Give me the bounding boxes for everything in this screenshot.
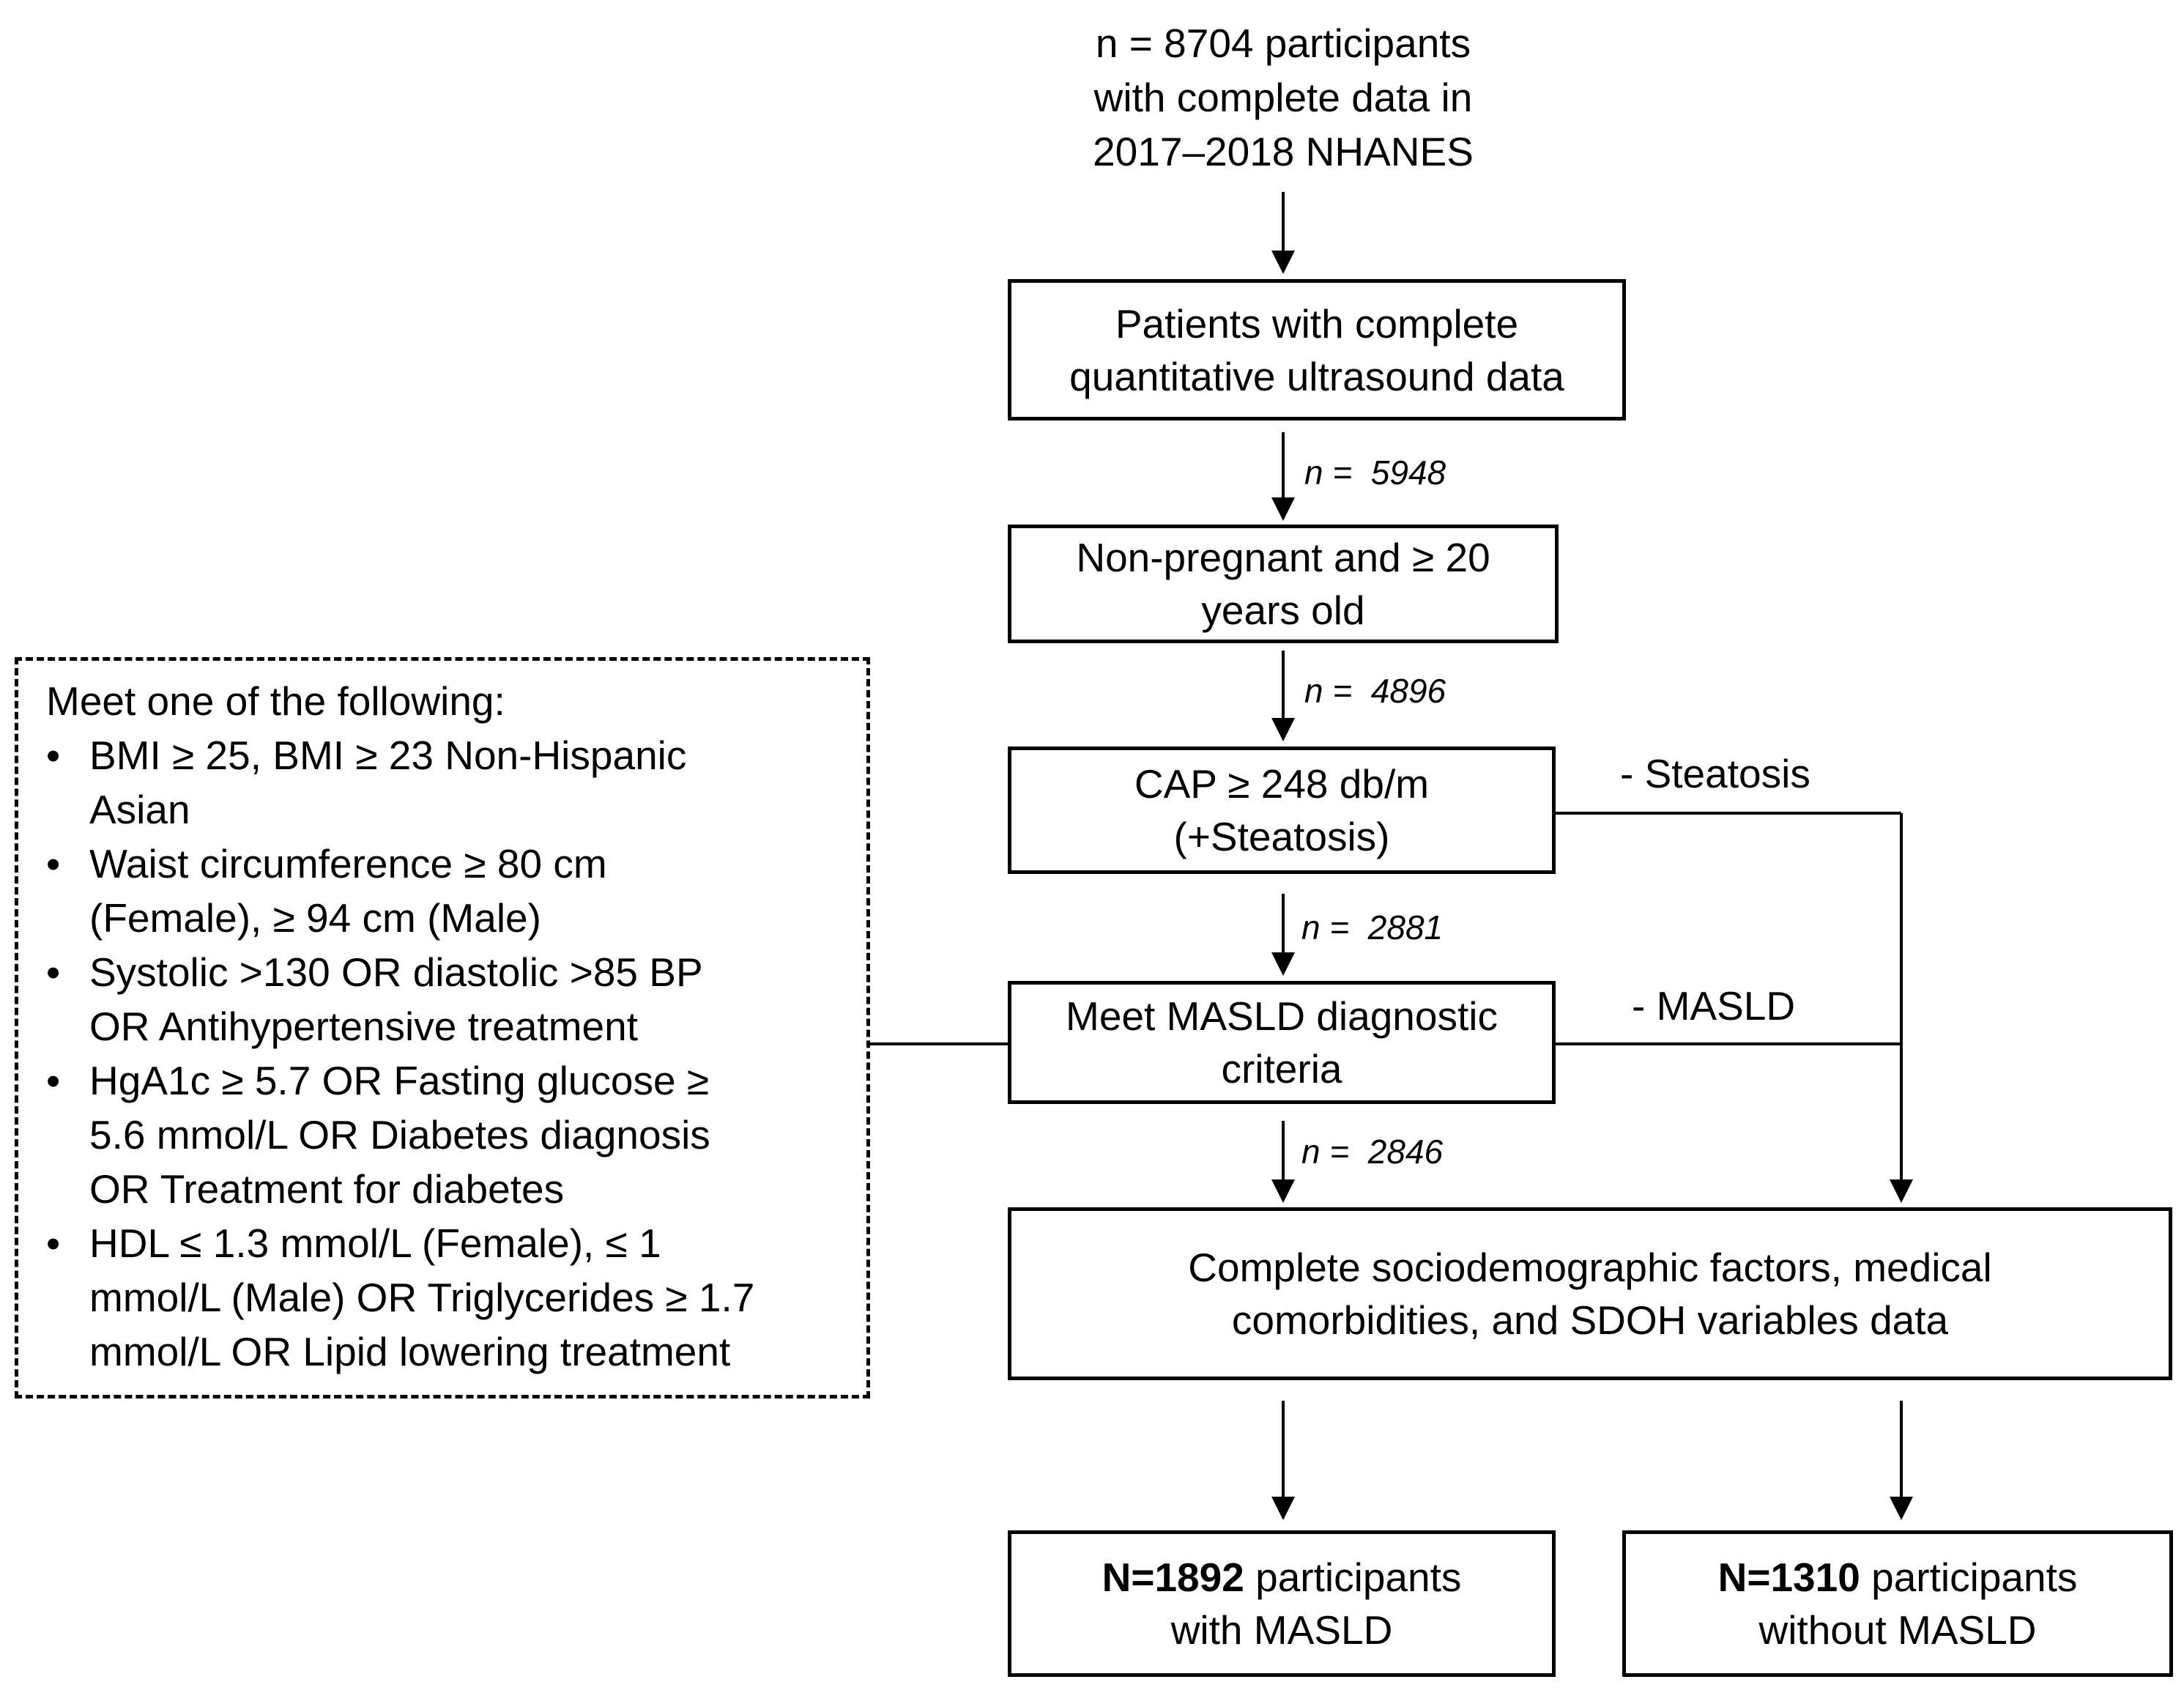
masld-criteria-box: Meet MASLD diagnostic criteria (1008, 981, 1556, 1104)
count-label: n = 5948 (1304, 453, 1446, 492)
criteria-item: • BMI ≥ 25, BMI ≥ 23 Non-Hispanic Asian (46, 728, 844, 837)
without-masld-box: N=1310 participants without MASLD (1622, 1530, 2173, 1677)
criteria-box: Meet one of the following: • BMI ≥ 25, B… (15, 657, 870, 1399)
without-masld-count: N=1310 (1717, 1555, 1860, 1600)
criteria-title: Meet one of the following: (46, 678, 505, 724)
start-text: n = 8704 participants with complete data… (1093, 21, 1474, 174)
bullet-icon: • (46, 1058, 61, 1103)
criteria-item: • Systolic >130 OR diastolic >85 BP OR A… (46, 945, 844, 1053)
cap-box: CAP ≥ 248 db/m (+Steatosis) (1008, 747, 1556, 874)
complete-data-box: Complete sociodemographic factors, medic… (1008, 1207, 2172, 1380)
steatosis-label: - Steatosis (1620, 751, 1810, 796)
bullet-icon: • (46, 733, 61, 778)
criteria-item: • HgA1c ≥ 5.7 OR Fasting glucose ≥ 5.6 m… (46, 1053, 844, 1216)
bullet-icon: • (46, 1220, 61, 1266)
bullet-icon: • (46, 841, 61, 886)
criteria-item: • HDL ≤ 1.3 mmol/L (Female), ≤ 1 mmol/L … (46, 1216, 844, 1379)
count-label: n = 2846 (1301, 1133, 1444, 1171)
criteria-item: • Waist circumference ≥ 80 cm (Female), … (46, 837, 844, 945)
with-masld-count: N=1892 (1102, 1555, 1244, 1600)
bullet-icon: • (46, 949, 61, 995)
ultrasound-box: Patients with complete quantitative ultr… (1008, 279, 1626, 421)
nonpregnant-box: Non-pregnant and ≥ 20 years old (1008, 525, 1559, 643)
with-masld-box: N=1892 participants with MASLD (1008, 1530, 1556, 1677)
count-label: n = 4896 (1304, 672, 1446, 710)
count-label: n = 2881 (1301, 908, 1444, 946)
criteria-list: • BMI ≥ 25, BMI ≥ 23 Non-Hispanic Asian … (46, 728, 844, 1379)
masld-label: - MASLD (1632, 983, 1796, 1029)
